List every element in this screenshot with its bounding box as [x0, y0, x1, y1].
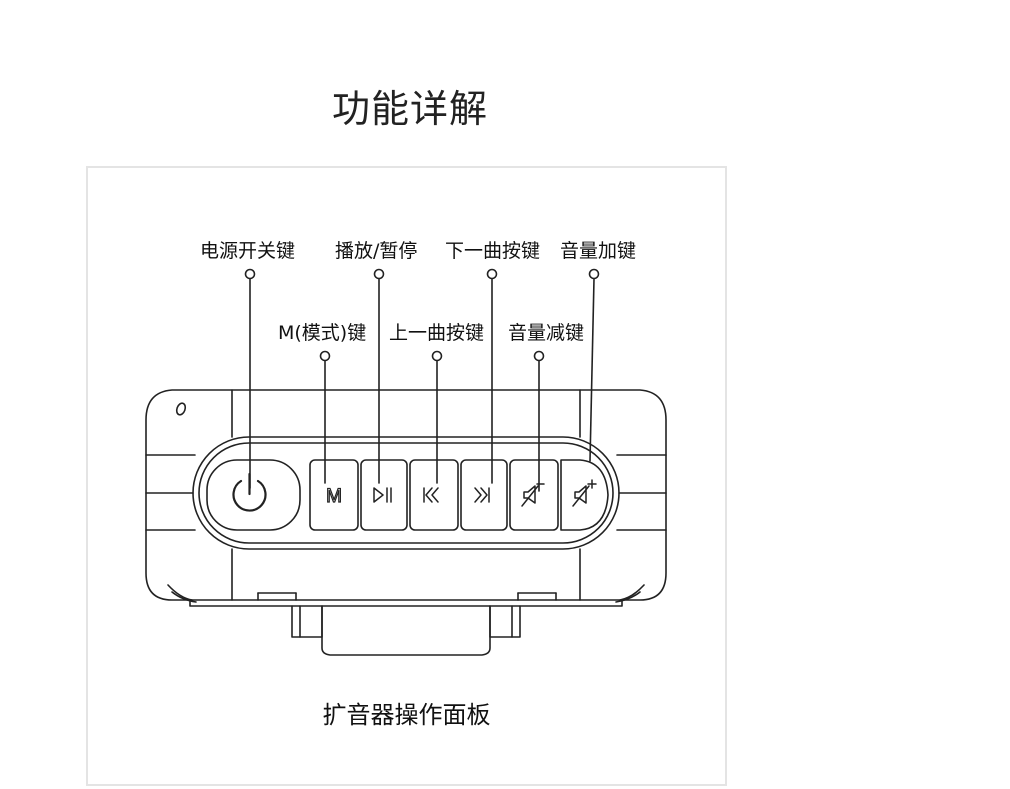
play-pause-button — [360, 459, 408, 531]
device-housing — [145, 389, 667, 601]
page-title: 功能详解 — [331, 87, 488, 131]
panel-caption: 扩音器操作面板 — [322, 701, 491, 729]
volume-down-button — [509, 459, 559, 531]
volume-down-icon — [521, 483, 545, 507]
control-panel — [192, 436, 620, 550]
power-button — [206, 459, 301, 531]
volume-up-icon — [572, 479, 597, 507]
callout-leaders — [244, 268, 600, 492]
belt-clip — [291, 605, 323, 638]
callout-power: 电源开关键 — [200, 240, 296, 262]
callout-mode: M(模式)键 — [278, 322, 367, 344]
indicator-light — [175, 402, 187, 416]
mode-icon: M — [326, 486, 342, 507]
next-track-button — [460, 459, 508, 531]
mode-button — [309, 459, 359, 531]
callout-volume-up: 音量加键 — [560, 240, 637, 262]
previous-track-button — [409, 459, 459, 531]
volume-up-button — [560, 459, 609, 531]
callout-volume-down: 音量减键 — [508, 322, 585, 344]
callout-play-pause: 播放/暂停 — [335, 240, 418, 262]
next-track-icon — [474, 487, 490, 503]
callout-prev-track: 上一曲按键 — [389, 322, 485, 344]
play-pause-icon — [373, 487, 392, 503]
previous-track-icon — [423, 487, 439, 503]
callout-next-track: 下一曲按键 — [445, 240, 541, 262]
